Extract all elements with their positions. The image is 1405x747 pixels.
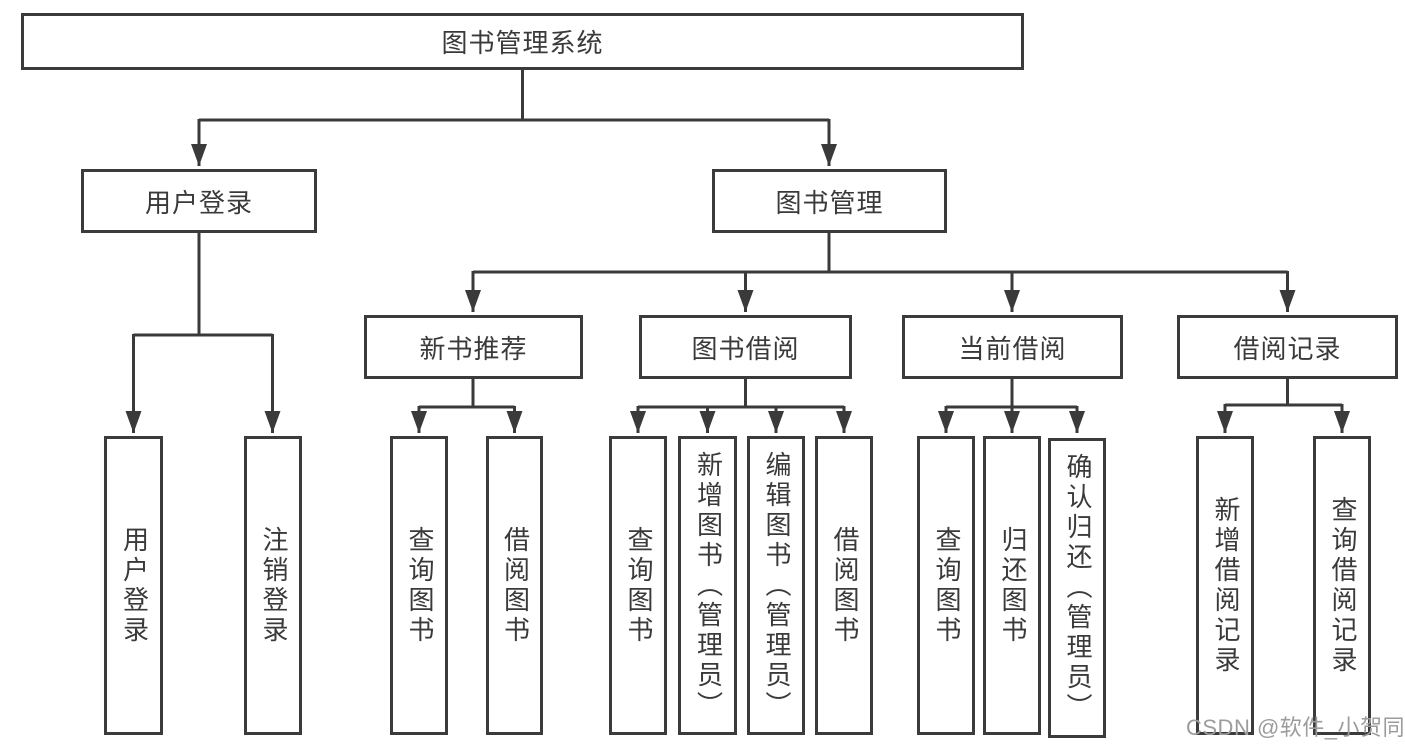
leaf-query-record: 查询借阅记录 xyxy=(1313,436,1371,735)
leaf-add-record-label: 新增借阅记录 xyxy=(1210,495,1241,676)
leaf-query-book-1-label: 查询图书 xyxy=(404,525,435,646)
leaf-logout-label: 注销登录 xyxy=(258,525,289,646)
leaf-query-record-label: 查询借阅记录 xyxy=(1327,495,1358,676)
leaf-borrow-book-2: 借阅图书 xyxy=(815,436,873,735)
leaf-logout: 注销登录 xyxy=(244,436,302,735)
leaf-edit-book: 编辑图书（管理员） xyxy=(747,436,805,735)
node-root: 图书管理系统 xyxy=(21,13,1024,70)
leaf-borrow-book-2-label: 借阅图书 xyxy=(829,525,860,646)
node-user-login-label: 用户登录 xyxy=(144,187,253,218)
leaf-query-book-2: 查询图书 xyxy=(609,436,667,735)
leaf-borrow-book-1: 借阅图书 xyxy=(486,436,543,735)
node-book-borrow-label: 图书借阅 xyxy=(691,333,800,364)
node-borrow-record: 借阅记录 xyxy=(1177,315,1398,379)
leaf-user-login: 用户登录 xyxy=(104,436,163,735)
node-user-login: 用户登录 xyxy=(81,169,317,233)
leaf-add-record: 新增借阅记录 xyxy=(1196,436,1254,735)
node-current-borrow: 当前借阅 xyxy=(902,315,1123,379)
leaf-return-book: 归还图书 xyxy=(983,436,1041,735)
leaf-return-book-label: 归还图书 xyxy=(997,525,1028,646)
leaf-add-book: 新增图书（管理员） xyxy=(678,436,737,735)
node-root-label: 图书管理系统 xyxy=(441,28,604,58)
leaf-query-book-3-label: 查询图书 xyxy=(931,525,962,646)
leaf-borrow-book-1-label: 借阅图书 xyxy=(500,525,531,646)
leaf-query-book-2-label: 查询图书 xyxy=(623,525,654,646)
node-current-borrow-label: 当前借阅 xyxy=(958,333,1067,364)
node-borrow-record-label: 借阅记录 xyxy=(1233,333,1342,364)
leaf-confirm-return: 确认归还（管理员） xyxy=(1048,438,1106,738)
node-book-mgmt: 图书管理 xyxy=(712,169,947,233)
node-book-mgmt-label: 图书管理 xyxy=(775,187,884,218)
leaf-query-book-3: 查询图书 xyxy=(917,436,975,735)
node-new-book-rec: 新书推荐 xyxy=(364,315,583,379)
node-book-borrow: 图书借阅 xyxy=(639,315,852,379)
leaf-edit-book-label: 编辑图书（管理员） xyxy=(761,450,792,721)
leaf-add-book-label: 新增图书（管理员） xyxy=(693,450,724,721)
watermark: CSDN @软件_小贺同学 xyxy=(1186,715,1405,740)
leaf-user-login-label: 用户登录 xyxy=(119,525,150,646)
leaf-confirm-return-label: 确认归还（管理员） xyxy=(1062,453,1093,723)
leaf-query-book-1: 查询图书 xyxy=(390,436,448,735)
node-new-book-rec-label: 新书推荐 xyxy=(419,333,528,364)
